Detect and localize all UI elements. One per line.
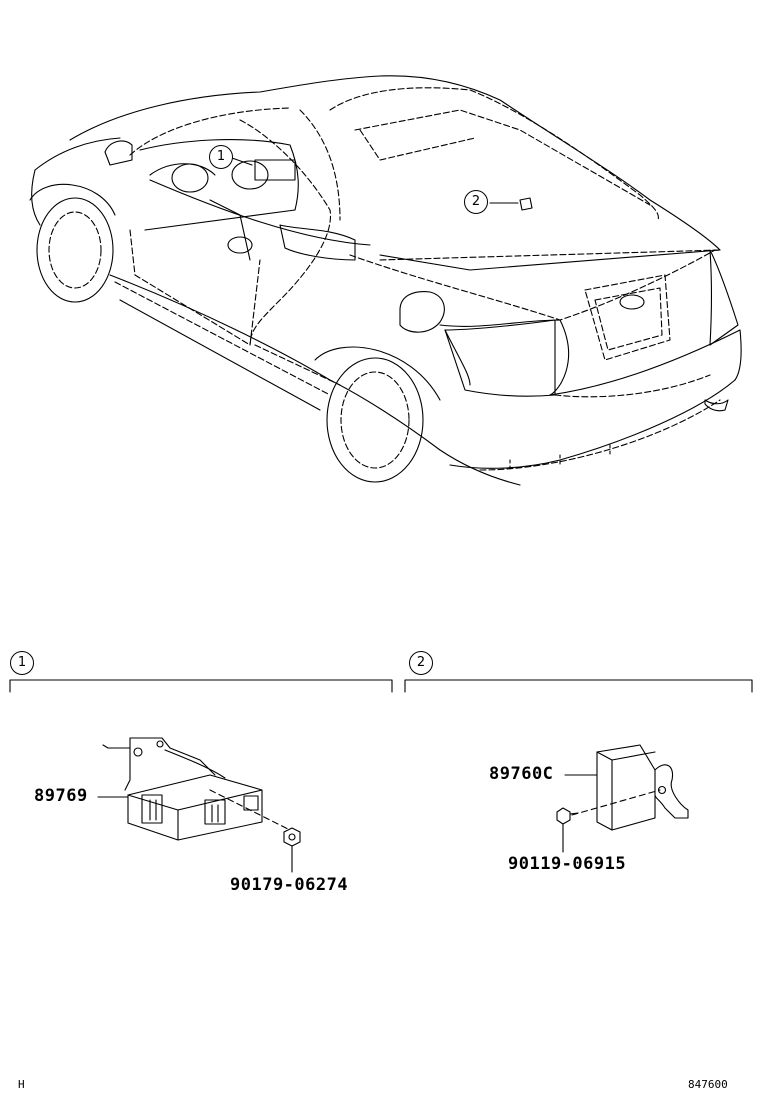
part-number-90119-06915[interactable]: 90119-06915	[508, 854, 627, 874]
section-2-bracket	[404, 679, 753, 693]
section-1-callout: 1	[10, 651, 34, 675]
part-89769-drawing	[97, 737, 301, 873]
part-number-89760c[interactable]: 89760C	[489, 764, 554, 784]
part-number-89769[interactable]: 89769	[34, 786, 88, 806]
footer-right-code: 847600	[688, 1078, 728, 1091]
car-illustration	[29, 75, 742, 486]
section-2-callout: 2	[409, 651, 433, 675]
callout-2-car: 2	[464, 190, 488, 214]
section-1-bracket	[9, 679, 393, 693]
part-89760c-drawing	[556, 744, 689, 853]
footer-left-code: H	[18, 1078, 25, 1091]
callout-1-car: 1	[209, 145, 233, 169]
part-number-90179-06274[interactable]: 90179-06274	[230, 875, 349, 895]
